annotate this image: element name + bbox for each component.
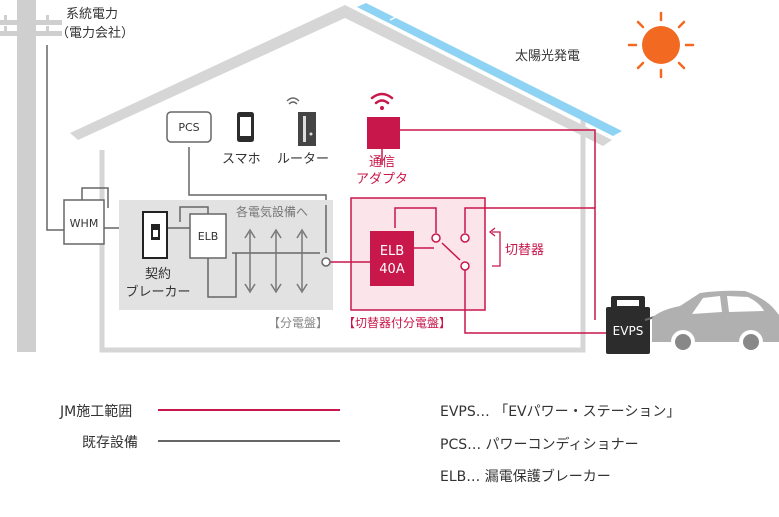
contract-breaker [142,211,168,259]
switcher-label: 切替器 [505,243,544,258]
switch-contacts [431,233,470,271]
evps-label: EVPS [613,324,644,338]
adapter-label-line1: 通信 [369,155,395,170]
adapter-label-line2: アダプタ [356,172,408,187]
panel-label: 【分電盤】 [268,316,328,330]
car-icon [652,290,779,354]
breaker-label-line1: 契約 [145,267,171,282]
communication-adapter [367,117,400,149]
pcs-label: PCS [178,121,199,134]
large-elb-label-line2: 40A [379,262,405,277]
grid-label-line1: 系統電力 [66,7,118,22]
utility-pole-icon [0,0,62,352]
router-label: ルーター [277,152,329,167]
equipment-label: 各電気設備へ [236,204,308,219]
switch-panel-label: 【切替器付分電盤】 [343,316,451,330]
whm-meter: WHM [63,199,105,245]
house-outline [70,5,612,353]
large-elb-40a [370,231,414,286]
legend-jm-label: JM施工範囲 [60,404,133,420]
switcher-bracket [492,231,501,267]
jm-wiring [330,129,620,334]
junction-node [321,257,331,267]
solar-label: 太陽光発電 [515,49,580,64]
breaker-label-line2: ブレーカー [125,284,190,300]
pcs-box: PCS [166,111,212,143]
evps-unit [606,296,671,354]
grid-label-line2: （電力会社） [56,25,134,41]
small-elb-label: ELB [198,230,219,243]
wifi-icon [370,92,394,110]
legend-existing-label: 既存設備 [82,435,138,451]
whm-label: WHM [70,217,99,230]
legend-evps-definition: EVPS… 「EVパワー・ステーション」 [440,404,681,420]
legend-elb-definition: ELB… 漏電保護ブレーカー [440,469,611,485]
equipment-arrows [244,228,308,294]
panel-wiring [167,205,327,298]
router-icon [286,97,316,146]
switcher-arrow [488,227,496,237]
sun-icon [627,11,695,79]
small-elb: ELB [189,213,227,259]
smartphone-icon [237,112,254,142]
large-elb-label-line1: ELB [380,244,404,259]
legend-pcs-definition: PCS… パワーコンディショナー [440,437,639,453]
smartphone-label: スマホ [222,152,261,167]
solar-panel-icon [357,3,622,136]
